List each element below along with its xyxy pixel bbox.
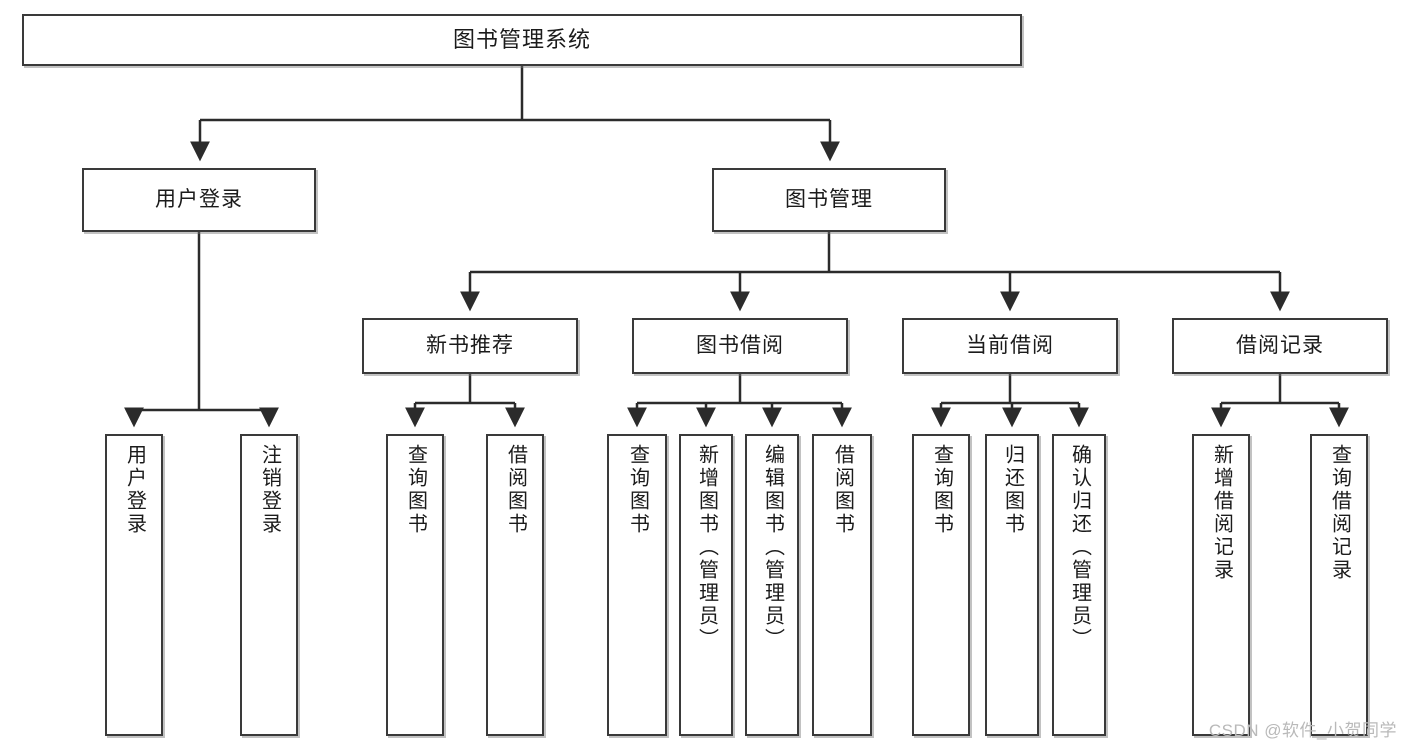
node-leaf-return-book-label: 归还图书 — [1001, 444, 1024, 536]
node-leaf-borrow-book-rec[interactable]: 借阅图书 — [486, 434, 544, 736]
node-current-borrow-label: 当前借阅 — [966, 334, 1054, 358]
node-user-login[interactable]: 用户登录 — [82, 168, 316, 232]
node-leaf-query-book-borrow[interactable]: 查询图书 — [607, 434, 667, 736]
node-leaf-add-record-label: 新增借阅记录 — [1210, 444, 1233, 582]
node-leaf-borrow-book[interactable]: 借阅图书 — [812, 434, 872, 736]
node-book-borrow[interactable]: 图书借阅 — [632, 318, 848, 374]
node-leaf-user-logout[interactable]: 注销登录 — [240, 434, 298, 736]
node-current-borrow[interactable]: 当前借阅 — [902, 318, 1118, 374]
node-leaf-user-login-label: 用户登录 — [123, 444, 146, 536]
node-book-manage[interactable]: 图书管理 — [712, 168, 946, 232]
node-leaf-query-book-rec[interactable]: 查询图书 — [386, 434, 444, 736]
node-leaf-query-record[interactable]: 查询借阅记录 — [1310, 434, 1368, 736]
node-leaf-borrow-book-rec-label: 借阅图书 — [504, 444, 527, 536]
node-leaf-confirm-return-label: 确认归还（管理员） — [1068, 444, 1091, 651]
node-leaf-edit-book-label: 编辑图书（管理员） — [761, 444, 784, 651]
node-leaf-return-book[interactable]: 归还图书 — [985, 434, 1039, 736]
node-borrow-record[interactable]: 借阅记录 — [1172, 318, 1388, 374]
node-leaf-add-book-label: 新增图书（管理员） — [695, 444, 718, 651]
node-leaf-user-logout-label: 注销登录 — [258, 444, 281, 536]
node-book-borrow-label: 图书借阅 — [696, 334, 784, 358]
node-leaf-borrow-book-label: 借阅图书 — [831, 444, 854, 536]
node-leaf-add-record[interactable]: 新增借阅记录 — [1192, 434, 1250, 736]
node-borrow-record-label: 借阅记录 — [1236, 334, 1324, 358]
node-leaf-confirm-return[interactable]: 确认归还（管理员） — [1052, 434, 1106, 736]
node-leaf-edit-book[interactable]: 编辑图书（管理员） — [745, 434, 799, 736]
watermark: CSDN @软件_小贺同学 — [1208, 721, 1397, 740]
node-new-book-rec-label: 新书推荐 — [426, 334, 514, 358]
node-new-book-rec[interactable]: 新书推荐 — [362, 318, 578, 374]
node-leaf-user-login[interactable]: 用户登录 — [105, 434, 163, 736]
node-leaf-query-book-cur-label: 查询图书 — [930, 444, 953, 536]
node-leaf-add-book[interactable]: 新增图书（管理员） — [679, 434, 733, 736]
node-root[interactable]: 图书管理系统 — [22, 14, 1022, 66]
node-leaf-query-book-rec-label: 查询图书 — [404, 444, 427, 536]
node-user-login-label: 用户登录 — [155, 188, 243, 212]
node-leaf-query-book-cur[interactable]: 查询图书 — [912, 434, 970, 736]
node-leaf-query-record-label: 查询借阅记录 — [1328, 444, 1351, 582]
node-leaf-query-book-borrow-label: 查询图书 — [626, 444, 649, 536]
node-root-label: 图书管理系统 — [452, 26, 591, 52]
node-book-manage-label: 图书管理 — [785, 188, 873, 212]
